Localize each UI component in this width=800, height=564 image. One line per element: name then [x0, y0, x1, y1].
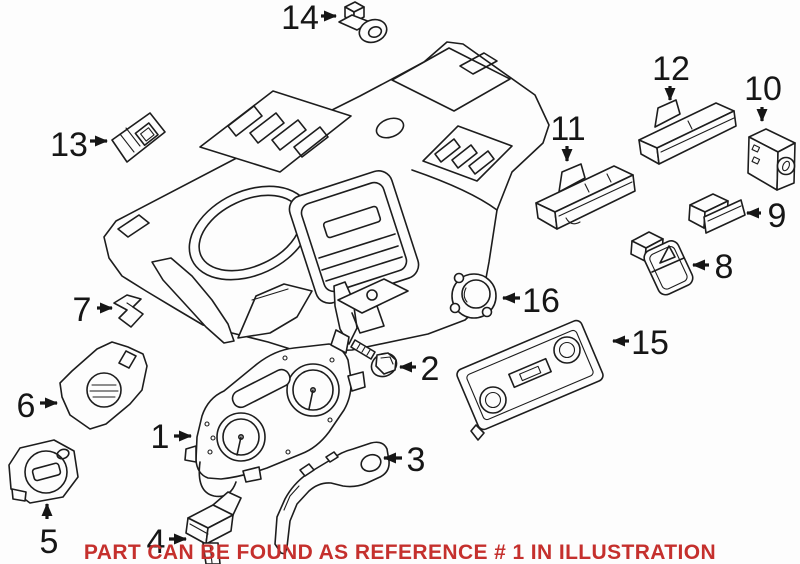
part-number-label: 8 — [715, 248, 734, 286]
part-number-label: 14 — [281, 0, 319, 37]
right-knob — [553, 336, 581, 364]
callout-2: 2 — [399, 350, 440, 388]
hazard-triangle-icon — [659, 245, 676, 264]
part-16-vent-motor-drawing — [449, 272, 497, 319]
dashboard-body-drawing — [103, 41, 550, 353]
part-7-clip-drawing — [113, 294, 144, 328]
part-14-sensor-drawing — [338, 1, 388, 44]
part-2-bolt-drawing — [350, 339, 398, 378]
part-number-label: 7 — [73, 291, 92, 329]
part-number-label: 6 — [17, 387, 36, 425]
part-number-label: 15 — [631, 324, 669, 362]
part-number-label: 11 — [550, 110, 585, 148]
callout-3: 3 — [383, 441, 426, 479]
part-number-label: 16 — [522, 282, 560, 320]
part-4-switch-bracket-drawing — [185, 491, 242, 564]
callout-4: 4 — [147, 523, 187, 561]
left-knob — [479, 386, 507, 414]
grommet-ring — [358, 18, 388, 44]
callout-13: 13 — [50, 126, 108, 164]
part-number-label: 12 — [652, 50, 690, 88]
callout-8: 8 — [692, 248, 734, 286]
part-number-label: 10 — [744, 70, 782, 108]
part-3-cluster-trim-drawing — [274, 441, 390, 555]
part-number-label: 5 — [40, 523, 59, 561]
key-cylinder — [776, 156, 796, 176]
part-12-switch-bank-drawing — [638, 99, 737, 165]
callout-11: 11 — [550, 110, 586, 162]
part-number-label: 9 — [768, 197, 787, 235]
callout-16: 16 — [502, 282, 560, 320]
bezel-hole — [360, 453, 382, 473]
callout-15: 15 — [612, 324, 669, 362]
part-number-label: 3 — [407, 441, 426, 479]
callout-14: 14 — [281, 0, 337, 37]
part-number-label: 4 — [147, 523, 166, 561]
part-5-headlight-switch-drawing — [8, 439, 79, 504]
callout-7: 7 — [73, 291, 113, 329]
part-9-switch-drawing — [688, 193, 746, 234]
callout-12: 12 — [652, 50, 690, 101]
cluster-display-window — [231, 368, 291, 409]
part-13-switch-drawing — [111, 112, 166, 163]
callout-5: 5 — [40, 503, 59, 561]
part-10-switch-drawing — [747, 128, 796, 191]
part-6-column-switch-drawing — [59, 341, 148, 430]
callout-10: 10 — [744, 70, 782, 122]
part-number-label: 1 — [151, 418, 170, 456]
callouts: 1 2 3 4 5 6 7 8 — [17, 0, 787, 561]
part-11-switch-bank-drawing — [535, 163, 636, 230]
part-1-instrument-cluster-drawing — [184, 329, 366, 498]
part-number-label: 2 — [421, 350, 440, 388]
callout-6: 6 — [17, 387, 58, 425]
climate-display — [508, 357, 552, 389]
part-8-hazard-switch-drawing — [630, 231, 694, 296]
reference-caption: PART CAN BE FOUND AS REFERENCE # 1 IN IL… — [84, 541, 716, 564]
dash-speaker-oval — [375, 117, 405, 139]
part-number-label: 13 — [50, 126, 88, 164]
callout-1: 1 — [151, 418, 192, 456]
callout-9: 9 — [746, 197, 787, 235]
left-gauge-needle — [236, 436, 242, 456]
right-gauge-needle — [308, 389, 314, 410]
ignition-knob — [86, 372, 122, 408]
part-15-climate-control-drawing — [456, 319, 604, 441]
